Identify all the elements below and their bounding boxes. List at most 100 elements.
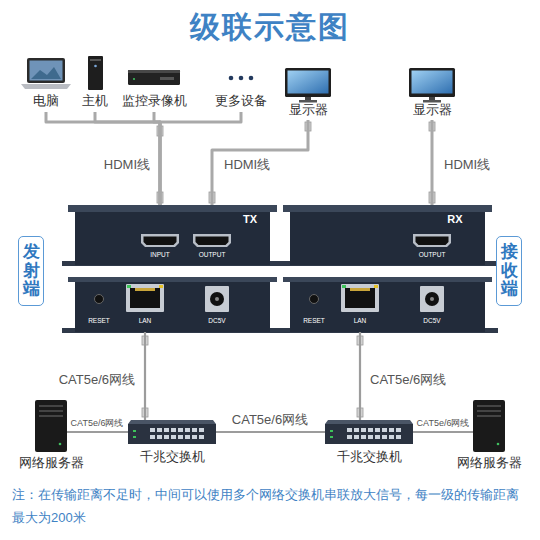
lan-port bbox=[126, 284, 164, 312]
server-icon-label: 网络服务器 bbox=[457, 456, 522, 471]
power-jack bbox=[420, 286, 444, 312]
more-devices-item-label: 更多设备 bbox=[215, 94, 267, 109]
computer-item: 电脑 bbox=[20, 56, 72, 112]
side-label: 接收端 bbox=[501, 243, 518, 299]
switch-top bbox=[325, 420, 413, 424]
monitor-screen bbox=[412, 71, 453, 94]
server-slot bbox=[39, 415, 63, 417]
network-cable bbox=[67, 431, 128, 433]
switch-icon-label: 千兆交换机 bbox=[140, 450, 205, 465]
network-cable bbox=[216, 431, 325, 433]
unit-body bbox=[290, 277, 485, 332]
hdmi-port bbox=[413, 234, 451, 247]
lan-led bbox=[127, 285, 131, 288]
server-case bbox=[473, 400, 505, 452]
diagram-title: 级联示意图 bbox=[190, 10, 350, 45]
laptop-display bbox=[30, 61, 63, 81]
unit-top bbox=[283, 277, 492, 282]
receiver-front: RX OUTPUT bbox=[290, 205, 485, 265]
transmitter-front-label: OUTPUT bbox=[199, 251, 226, 258]
laptop-screen bbox=[27, 58, 65, 83]
switch-icon: 千兆交换机 bbox=[325, 420, 413, 444]
hdmi-port bbox=[141, 234, 179, 247]
recorder-top bbox=[128, 70, 180, 73]
reset-button bbox=[95, 295, 104, 304]
lan-led bbox=[374, 285, 378, 288]
lan-led bbox=[342, 285, 346, 288]
switch-top bbox=[128, 420, 216, 424]
laptop-wallpaper bbox=[31, 67, 61, 79]
monitor-screen bbox=[288, 71, 329, 94]
side-label: 发射端 bbox=[23, 243, 40, 299]
footnote: 注：在传输距离不足时，中间可以使用多个网络交换机串联放大信号，每一级的传输距离最… bbox=[12, 484, 528, 530]
server-slot bbox=[39, 405, 63, 407]
tower-bay bbox=[90, 59, 101, 61]
unit-top bbox=[68, 205, 277, 212]
switch-body bbox=[128, 424, 216, 444]
laptop-base bbox=[21, 84, 71, 89]
host-item-label: 主机 bbox=[82, 94, 108, 109]
cable-label: CAT5e/6网线 bbox=[57, 373, 137, 388]
switch-led bbox=[133, 430, 136, 432]
receiver-front-label: OUTPUT bbox=[419, 251, 446, 258]
cable-label: CAT5e/6网线 bbox=[368, 373, 448, 388]
power-jack-hole bbox=[425, 292, 439, 306]
cable-label: HDMI线 bbox=[222, 158, 272, 173]
more-dot bbox=[229, 76, 234, 81]
recorder-item-label: 监控录像机 bbox=[122, 94, 187, 109]
host-item: 主机 bbox=[79, 56, 111, 112]
monitor-neck bbox=[305, 97, 311, 100]
server-icon-label: 网络服务器 bbox=[19, 456, 84, 471]
switch-body bbox=[325, 424, 413, 444]
hdmi-port-hole bbox=[196, 237, 229, 246]
network-cable bbox=[144, 332, 146, 420]
network-cable bbox=[359, 332, 361, 420]
hdmi-cable bbox=[212, 120, 308, 205]
power-jack-hole bbox=[210, 292, 224, 306]
monitor-item: 显示器 bbox=[283, 66, 333, 120]
unit-top bbox=[68, 277, 277, 282]
switch-led bbox=[330, 430, 333, 432]
hdmi-cable bbox=[46, 112, 160, 205]
power-jack-pin bbox=[430, 297, 434, 301]
monitor-frame bbox=[409, 68, 455, 97]
transmitter-back-label: RESET bbox=[88, 317, 110, 324]
server-slot bbox=[477, 405, 501, 407]
cable-label: CAT5e/6网线 bbox=[230, 413, 310, 428]
switch-led bbox=[133, 436, 136, 438]
recorder-slot bbox=[160, 77, 174, 80]
monitor-item-label: 显示器 bbox=[289, 103, 328, 118]
transmitter-front: TXINPUTOUTPUT bbox=[75, 205, 270, 265]
tower-led bbox=[94, 65, 97, 68]
power-jack bbox=[205, 286, 229, 312]
hdmi-port bbox=[193, 234, 231, 247]
unit-body bbox=[75, 205, 270, 265]
server-case bbox=[35, 400, 67, 452]
unit-body bbox=[290, 205, 485, 265]
unit-top bbox=[283, 205, 492, 212]
hdmi-cable bbox=[95, 112, 160, 205]
monitor-frame bbox=[285, 68, 331, 97]
monitor-item: 显示器 bbox=[407, 66, 457, 120]
switch-ports bbox=[347, 428, 401, 439]
tower-case bbox=[88, 56, 103, 90]
switch-icon-label: 千兆交换机 bbox=[337, 450, 402, 465]
cable-label: CAT5e/6网线 bbox=[69, 418, 126, 428]
monitor-neck bbox=[429, 97, 435, 100]
unit-body bbox=[75, 277, 270, 332]
hdmi-port-hole bbox=[416, 237, 449, 246]
switch-icon: 千兆交换机 bbox=[128, 420, 216, 444]
cable-label: HDMI线 bbox=[102, 158, 152, 173]
switch-ports bbox=[150, 428, 204, 439]
recorder-case bbox=[128, 70, 180, 85]
lan-pins bbox=[350, 288, 370, 291]
lan-pins bbox=[135, 288, 155, 291]
server-slot bbox=[477, 415, 501, 417]
transmitter-front-label: INPUT bbox=[150, 251, 170, 258]
receiver-front-label: RX bbox=[447, 213, 462, 226]
more-dot bbox=[249, 76, 254, 81]
more-devices-item: 更多设备 bbox=[212, 56, 270, 112]
recorder-led bbox=[133, 78, 135, 80]
computer-item-label: 电脑 bbox=[33, 94, 59, 109]
cable-label: HDMI线 bbox=[442, 158, 492, 173]
